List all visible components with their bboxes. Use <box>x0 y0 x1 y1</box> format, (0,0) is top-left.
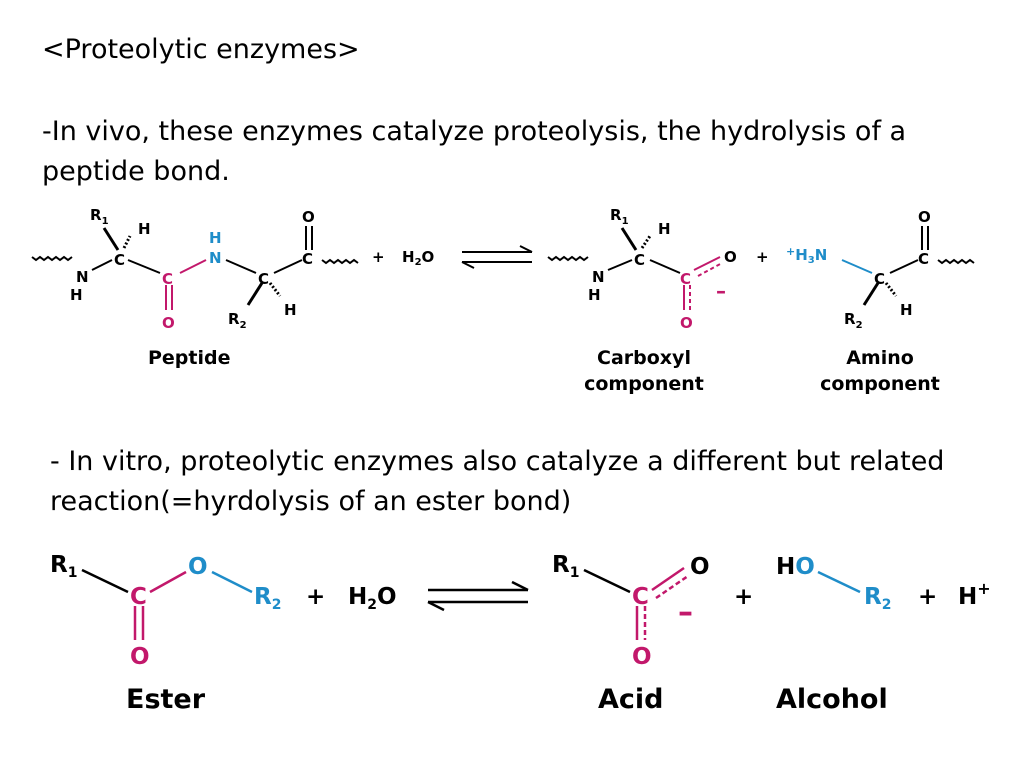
atom-label: H <box>900 301 913 319</box>
atom-label: H <box>70 286 83 304</box>
atom-label: O <box>918 208 931 226</box>
atom-label: H <box>209 229 222 247</box>
atom-label: R1 <box>50 552 77 581</box>
atom-label: C <box>918 250 929 268</box>
atom-label: R2 <box>864 584 891 613</box>
slide-heading: <Proteolytic enzymes> <box>42 34 360 65</box>
atom-label: R1 <box>552 552 579 581</box>
atom-label: O <box>680 314 693 332</box>
wavy-bond <box>937 258 975 265</box>
atom-label: O <box>130 644 150 670</box>
caption-amino: Amino <box>846 347 914 369</box>
atom-label: R2 <box>844 310 863 331</box>
negative-charge: – <box>716 279 726 303</box>
caption-carboxyl: Carboxyl <box>597 347 691 369</box>
atom-label: O <box>162 314 175 332</box>
atom-label: O <box>632 644 652 670</box>
atom-label: R2 <box>228 310 247 331</box>
caption-alcohol: Alcohol <box>776 684 888 715</box>
in-vivo-paragraph: -In vivo, these enzymes catalyze proteol… <box>42 116 907 187</box>
plus-sign: + <box>918 584 937 610</box>
atom-label: N <box>76 268 89 286</box>
atom-label: O <box>302 208 315 226</box>
atom-label: O <box>724 248 737 266</box>
atom-label: C <box>632 584 649 610</box>
atom-label: C <box>130 584 147 610</box>
negative-charge: – <box>678 595 693 630</box>
carboxyl-component <box>547 227 723 310</box>
plus-sign: + <box>372 248 385 266</box>
ester-molecule <box>81 568 253 640</box>
atom-label: C <box>258 270 269 288</box>
wavy-bond <box>321 258 359 265</box>
atom-label: C <box>162 270 173 288</box>
atom-label: C <box>874 270 885 288</box>
atom-label: C <box>114 251 125 269</box>
atom-label: R1 <box>90 206 109 227</box>
caption-acid: Acid <box>598 684 663 715</box>
proton: H+ <box>958 579 991 610</box>
plus-sign: + <box>306 584 325 610</box>
atom-label: HO <box>776 554 815 580</box>
caption-peptide: Peptide <box>148 347 231 369</box>
atom-label: H <box>588 286 601 304</box>
atom-label: N <box>209 249 222 267</box>
water-formula: H2O <box>348 584 397 613</box>
wavy-bond <box>31 255 73 262</box>
atom-label: O <box>188 554 208 580</box>
atom-label: H <box>658 220 671 238</box>
atom-label: C <box>634 251 645 269</box>
amino-component <box>841 226 975 306</box>
atom-label: +H3N <box>786 245 827 266</box>
atom-label: R2 <box>254 584 281 613</box>
peptide-molecule <box>31 226 359 310</box>
caption-amino-component: component <box>820 373 940 395</box>
atom-label: N <box>592 268 605 286</box>
atom-label: C <box>302 250 313 268</box>
caption-ester: Ester <box>126 684 206 715</box>
alcohol-molecule <box>817 570 861 594</box>
equilibrium-arrow <box>427 580 529 612</box>
atom-label: H <box>284 301 297 319</box>
peptide-hydrolysis-scheme: R1 H C N H C O N H C R2 H C O + H2O R1 H <box>31 206 975 395</box>
atom-label: C <box>680 270 691 288</box>
equilibrium-arrow <box>461 245 533 269</box>
caption-carboxyl-component: component <box>584 373 704 395</box>
plus-sign: + <box>756 248 769 266</box>
plus-sign: + <box>734 584 753 610</box>
acid-molecule <box>583 566 689 640</box>
water-formula: H2O <box>402 248 434 268</box>
wavy-bond <box>547 255 589 262</box>
ester-hydrolysis-scheme: R1 C O O R2 + H2O R1 C O O – + HO R2 + H… <box>50 552 991 715</box>
in-vitro-paragraph: - In vitro, proteolytic enzymes also cat… <box>50 446 945 517</box>
atom-label: R1 <box>610 206 629 227</box>
atom-label: O <box>690 554 710 580</box>
atom-label: H <box>138 220 151 238</box>
